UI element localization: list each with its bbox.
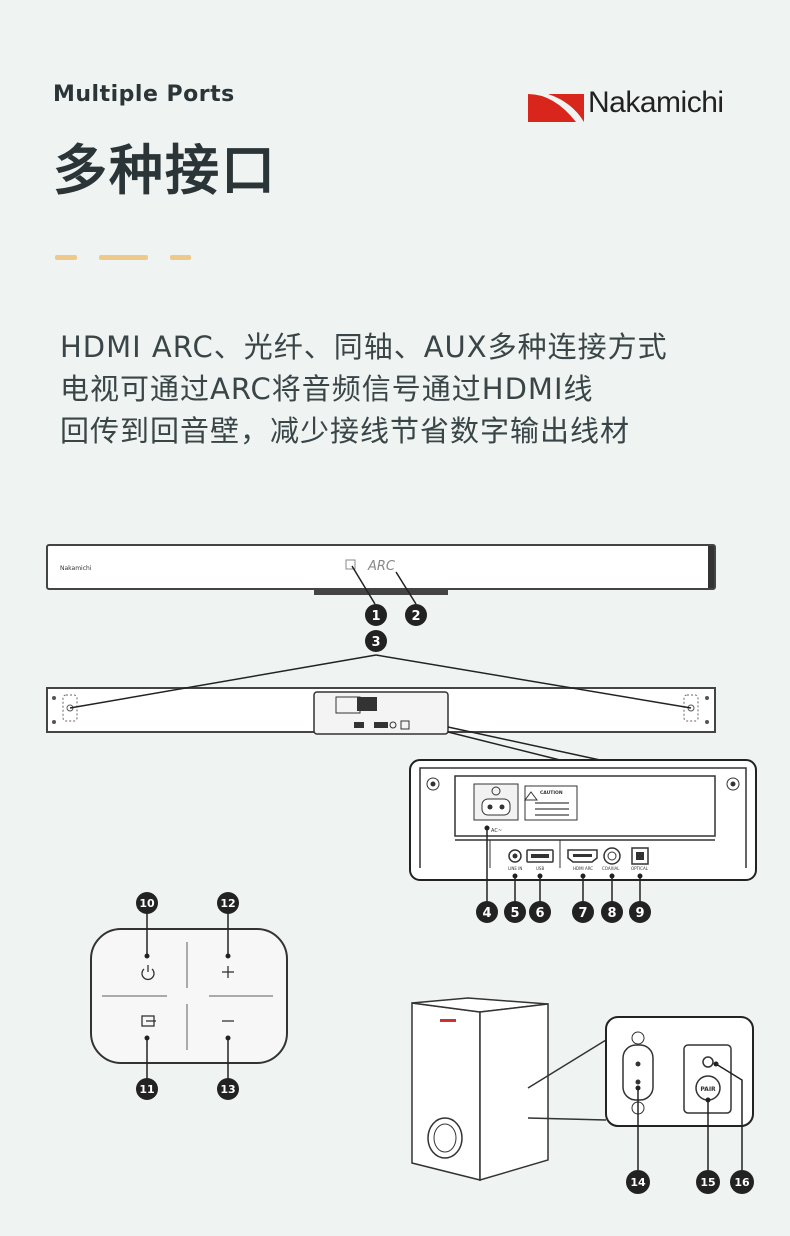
brand-wordmark: Nakamichi (588, 86, 724, 119)
accent-dash-3 (170, 255, 191, 260)
callout-8: 8 (601, 901, 623, 923)
description-line-2: 电视可通过ARC将音频信号通过HDMI线 (60, 372, 594, 406)
svg-text:2: 2 (411, 609, 420, 624)
svg-text:5: 5 (510, 906, 519, 921)
port-label-hdmi-arc: HDMI ARC (573, 866, 593, 871)
svg-text:3: 3 (371, 635, 380, 650)
port-label-usb: USB (536, 866, 544, 871)
leader-lines-sub (637, 1063, 743, 1170)
callout-5: 5 (504, 901, 526, 923)
callout-4: 4 (476, 901, 498, 923)
source-icon (141, 1015, 156, 1027)
svg-text:14: 14 (630, 1176, 646, 1189)
accent-dash-2 (99, 255, 148, 260)
callout-12: 12 (217, 892, 239, 914)
callout-10: 10 (136, 892, 158, 914)
leader-lines-top (69, 565, 692, 761)
callout-1: 1 (365, 604, 387, 626)
port-label-line-in: LINE IN (508, 866, 522, 871)
callout-14: 14 (626, 1170, 650, 1194)
section-eyebrow: Multiple Ports (53, 82, 235, 107)
page-title: 多种接口 (53, 139, 277, 202)
callout-16: 16 (730, 1170, 754, 1194)
svg-text:7: 7 (578, 906, 587, 921)
port-panel-zoom: AC~ CAUTION LINE IN USB HDMI ARC COAXIAL… (409, 759, 757, 881)
svg-text:12: 12 (220, 897, 235, 910)
description-line-1: HDMI ARC、光纤、同轴、AUX多种连接方式 (60, 330, 668, 364)
soundbar-brand: Nakamichi (60, 565, 92, 572)
control-panel (90, 928, 288, 1064)
power-icon (141, 965, 155, 981)
plus-icon (222, 966, 234, 978)
callout-6: 6 (529, 901, 551, 923)
callout-3: 3 (365, 630, 387, 652)
feature-description: HDMI ARC、光纤、同轴、AUX多种连接方式 电视可通过ARC将音频信号通过… (60, 326, 668, 452)
accent-dash-1 (55, 255, 77, 260)
svg-text:8: 8 (607, 906, 616, 921)
callout-markers: 1 2 3 4 5 6 7 8 9 10 12 11 13 14 15 16 (136, 604, 754, 1194)
ac-label: AC~ (491, 828, 502, 834)
soundbar-front: Nakamichi ARC (46, 544, 716, 595)
subwoofer: PAIR (411, 997, 754, 1182)
soundbar-back (46, 687, 716, 735)
description-line-3: 回传到回音壁，减少接线节省数字输出线材 (60, 414, 631, 448)
port-label-optical: OPTICAL (631, 866, 649, 871)
leader-lines-controls (146, 912, 229, 1080)
caution-title: CAUTION (540, 790, 563, 796)
svg-text:13: 13 (220, 1083, 235, 1096)
callout-2: 2 (405, 604, 427, 626)
svg-text:11: 11 (139, 1083, 154, 1096)
display-text: ARC (367, 559, 396, 574)
callout-15: 15 (696, 1170, 720, 1194)
svg-text:10: 10 (139, 897, 155, 910)
svg-text:1: 1 (371, 609, 380, 624)
nakamichi-logo-mark (528, 94, 584, 122)
svg-text:16: 16 (734, 1176, 750, 1189)
callout-9: 9 (629, 901, 651, 923)
leader-lines-ports (486, 828, 641, 902)
pair-button-label: PAIR (700, 1086, 716, 1093)
callout-7: 7 (572, 901, 594, 923)
svg-text:4: 4 (482, 906, 491, 921)
svg-text:15: 15 (700, 1176, 715, 1189)
port-label-coaxial: COAXIAL (602, 866, 620, 871)
callout-11: 11 (136, 1078, 158, 1100)
svg-text:6: 6 (535, 906, 544, 921)
svg-text:9: 9 (635, 906, 644, 921)
callout-13: 13 (217, 1078, 239, 1100)
